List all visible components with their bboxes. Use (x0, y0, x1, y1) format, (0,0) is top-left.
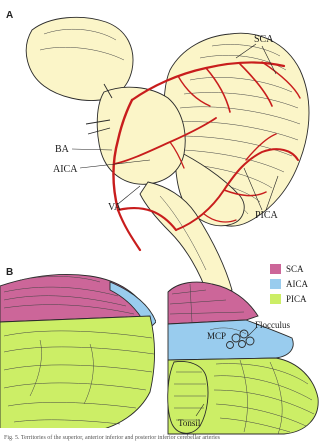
legend-swatch-sca (270, 264, 281, 274)
label-ba: BA (55, 144, 70, 155)
legend-swatch-aica (270, 279, 281, 289)
legend-label-pica: PICA (286, 294, 307, 304)
legend-swatch-pica (270, 294, 281, 304)
label-flocculus: Flocculus (255, 320, 290, 330)
vertebral-artery-left (118, 210, 140, 250)
legend: SCA AICA PICA (270, 264, 308, 304)
left-pica-territory (0, 316, 155, 432)
label-tonsil: Tonsil (178, 418, 201, 428)
pons-shape (97, 87, 185, 184)
label-mcp: MCP (207, 331, 226, 341)
label-aica: AICA (53, 164, 78, 175)
panel-b: B SCA AICA PICA (0, 264, 318, 434)
legend-label-aica: AICA (286, 279, 308, 289)
panel-a-letter: A (6, 10, 13, 21)
label-pica: PICA (255, 210, 279, 221)
label-sca: SCA (254, 34, 274, 45)
label-va: VA (108, 202, 122, 213)
legend-label-sca: SCA (286, 264, 304, 274)
panel-b-letter: B (6, 267, 13, 278)
panel-a: A (6, 10, 309, 296)
panel-b-left-view (0, 274, 156, 432)
figure-caption: Fig. 5. Territories of the superior, ant… (4, 434, 221, 441)
panel-b-right-view (168, 282, 318, 434)
